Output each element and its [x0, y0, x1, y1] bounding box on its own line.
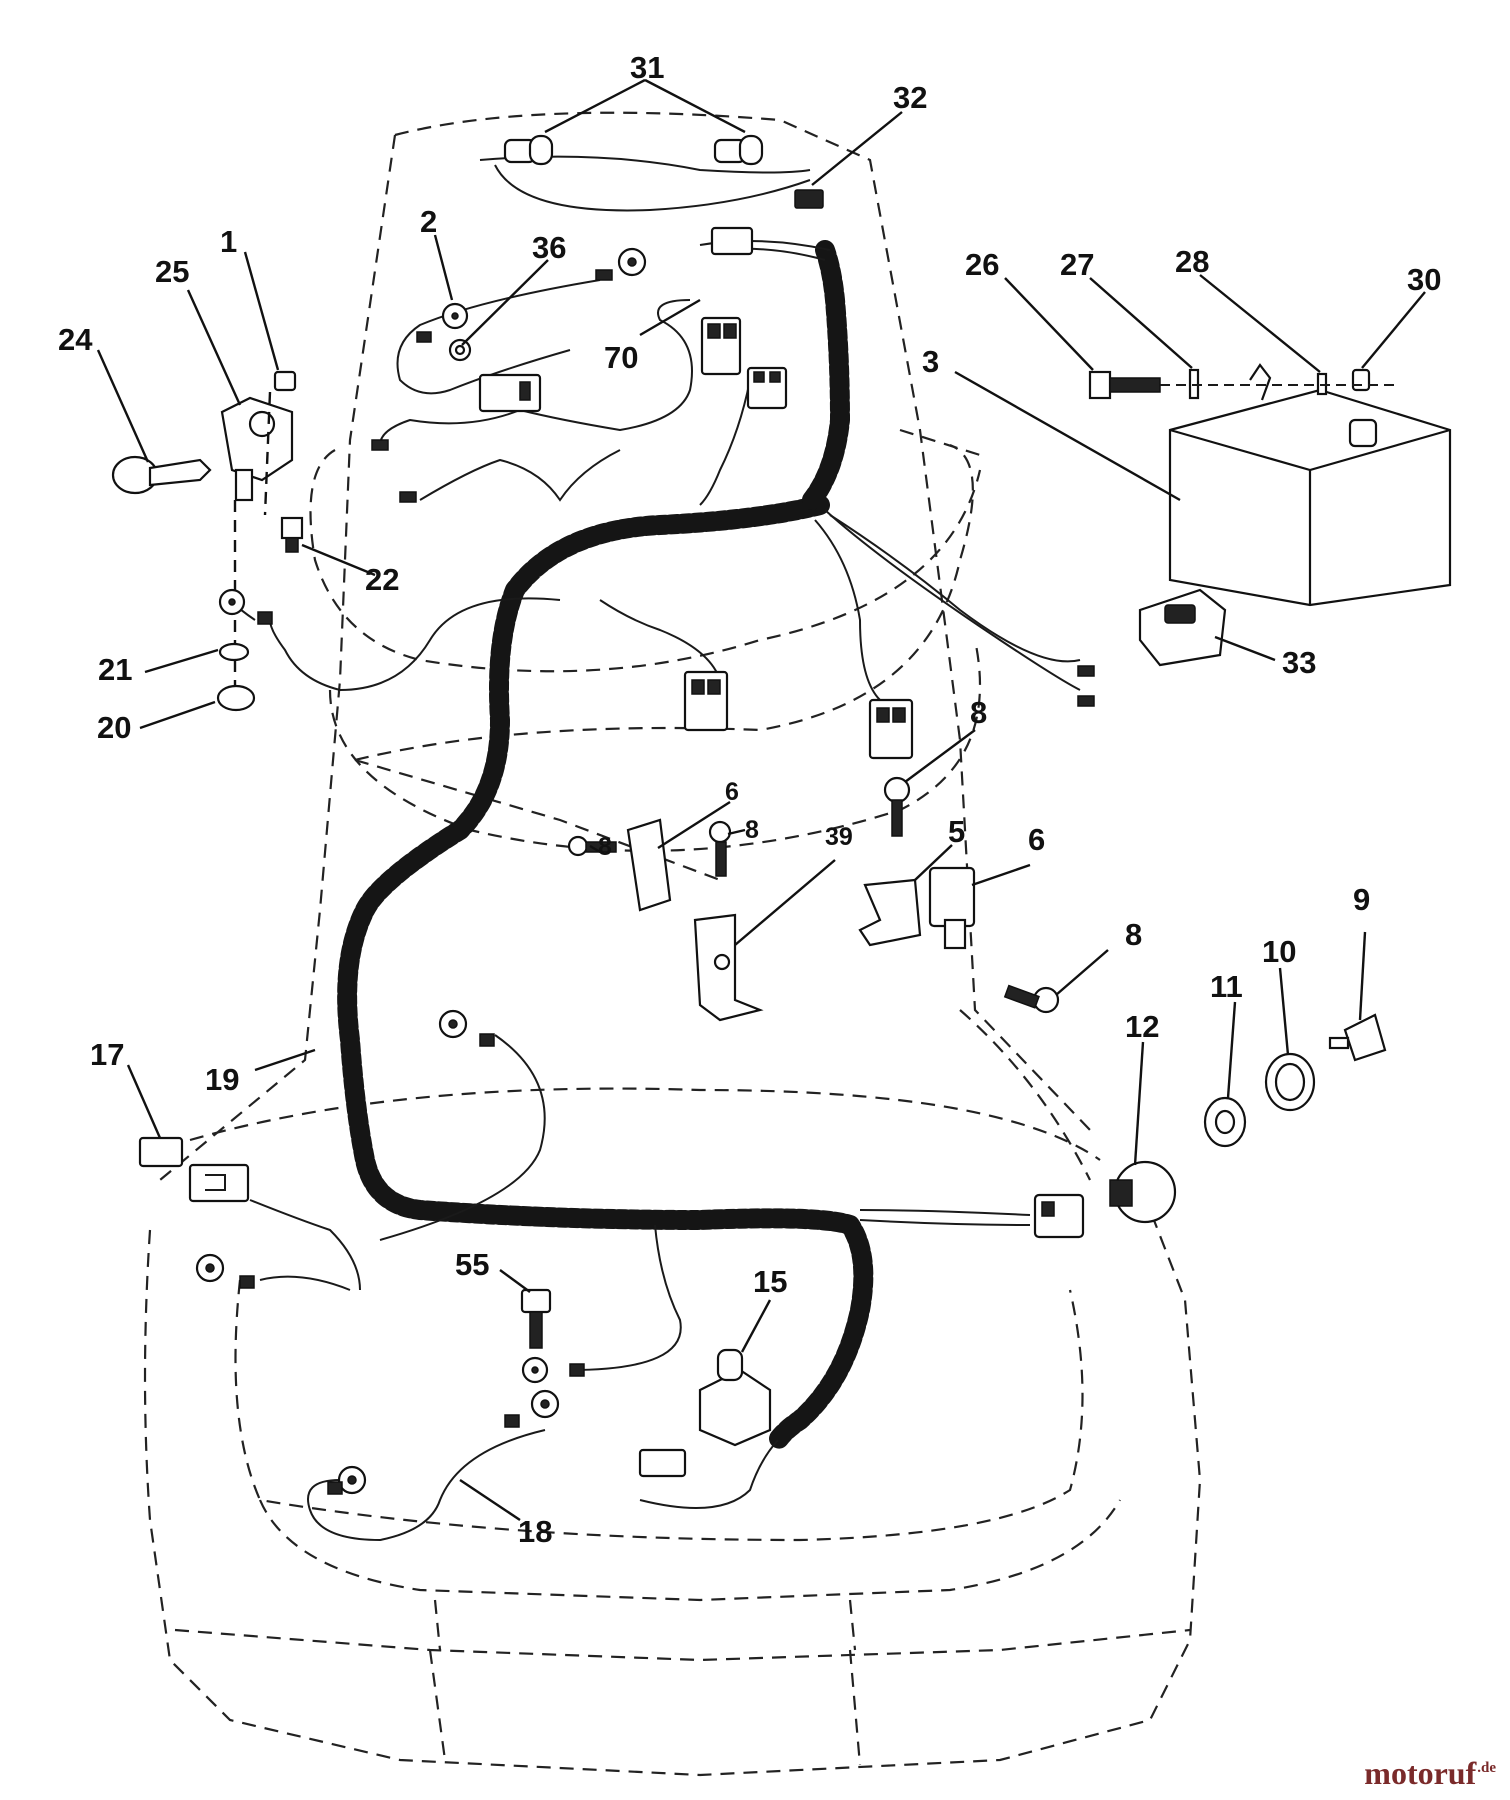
- callout-32: 32: [893, 80, 927, 115]
- bolt-8-a: [567, 835, 617, 857]
- connector-left: [478, 373, 542, 413]
- seat-switch-15: [698, 1348, 772, 1447]
- ground-ring-2: [416, 302, 469, 343]
- callout-19: 19: [205, 1062, 239, 1097]
- callout-39: 39: [825, 823, 853, 851]
- rocker-switch-33: [1138, 588, 1227, 667]
- tractor-outline: [143, 111, 1202, 1777]
- bracket-5: [858, 878, 922, 947]
- ring-terminal-36: [595, 247, 647, 281]
- nut-1: [273, 370, 297, 392]
- callout-15: 15: [753, 1264, 787, 1299]
- callout-55: 55: [455, 1247, 489, 1282]
- bolt-8-d: [1003, 984, 1060, 1014]
- interlock-switch-6b: [928, 866, 976, 950]
- callout-8-left: 8: [598, 833, 612, 861]
- nut-11: [1203, 1096, 1247, 1148]
- washer-21: [218, 642, 250, 662]
- connector-70: [700, 316, 742, 376]
- washer-36: [448, 338, 472, 362]
- callout-25: 25: [155, 254, 189, 289]
- callout-6-right: 6: [1028, 822, 1045, 857]
- bulb-31-left: [503, 134, 554, 166]
- ground-terminal-a: [521, 1356, 585, 1384]
- ring-terminal-left: [218, 588, 273, 625]
- callout-12: 12: [1125, 1009, 1159, 1044]
- callout-labels: 31 32 2 36 70 1 25 24 22 21 20 26 27 28 …: [58, 50, 1441, 1549]
- bracket-39: [693, 913, 764, 1022]
- ground-terminal-c: [327, 1465, 367, 1495]
- watermark-tld: .de: [1477, 1760, 1496, 1777]
- harness-loom: [337, 240, 874, 1450]
- fuse-holder: [188, 1163, 250, 1203]
- key-9: [1328, 1013, 1387, 1062]
- callout-24: 24: [58, 322, 93, 357]
- ground-terminal-b: [504, 1389, 560, 1428]
- callout-3: 3: [922, 344, 939, 379]
- callout-10: 10: [1262, 934, 1296, 969]
- fuse-17: [138, 1136, 184, 1168]
- callout-1: 1: [220, 224, 237, 259]
- callout-8-right: 8: [1125, 917, 1142, 952]
- connector-seat: [638, 1448, 687, 1478]
- callout-31: 31: [630, 50, 664, 85]
- battery-3: [1168, 363, 1452, 607]
- nut-30: [1351, 368, 1371, 392]
- connector-right: [868, 698, 914, 760]
- leader-lines: [96, 78, 1426, 1521]
- watermark-name: motoruf: [1364, 1755, 1477, 1791]
- bezel-10: [1264, 1052, 1316, 1112]
- spade-terminal-d: [1077, 695, 1095, 707]
- callout-18: 18: [518, 1514, 552, 1549]
- callout-33: 33: [1282, 645, 1316, 680]
- connector-ignition: [1033, 1193, 1085, 1239]
- callout-21: 21: [98, 652, 132, 687]
- connector-top: [710, 226, 754, 256]
- callout-27: 27: [1060, 247, 1094, 282]
- callout-5: 5: [948, 814, 965, 849]
- interlock-switch-6a: [626, 818, 672, 912]
- callout-20: 20: [97, 710, 131, 745]
- callout-36: 36: [532, 230, 566, 265]
- spade-terminal-a: [371, 439, 389, 451]
- callout-28: 28: [1175, 244, 1209, 279]
- connector-mid: [746, 366, 788, 410]
- callout-2: 2: [420, 204, 437, 239]
- nut-20: [216, 684, 256, 712]
- ring-terminal-upper: [438, 1009, 495, 1047]
- callout-6-left: 6: [725, 778, 739, 806]
- watermark-logo: motoruf.de: [1364, 1755, 1496, 1792]
- spade-terminal-b: [399, 491, 417, 503]
- solenoid-25: [220, 396, 294, 502]
- callout-30: 30: [1407, 262, 1441, 297]
- terminal-boot-24: [111, 455, 212, 495]
- ignition-switch-12: [1109, 1160, 1177, 1224]
- callout-22: 22: [365, 562, 399, 597]
- bolt-22: [280, 516, 304, 553]
- connector-center: [683, 670, 729, 732]
- ring-terminal-lower-left: [195, 1253, 255, 1289]
- bolt-8-c: [883, 776, 911, 837]
- bolt-26: [1088, 370, 1161, 400]
- callout-70: 70: [604, 340, 638, 375]
- bulb-31-right: [713, 134, 764, 166]
- callout-8-top: 8: [970, 695, 987, 730]
- callout-9: 9: [1353, 882, 1370, 917]
- callout-8-center: 8: [745, 816, 759, 844]
- callout-26: 26: [965, 247, 999, 282]
- bolt-8-b: [708, 820, 732, 877]
- bolt-55: [520, 1288, 552, 1349]
- callout-17: 17: [90, 1037, 124, 1072]
- spade-terminal-c: [1077, 665, 1095, 677]
- connector-32: [794, 189, 824, 209]
- callout-11: 11: [1210, 969, 1243, 1004]
